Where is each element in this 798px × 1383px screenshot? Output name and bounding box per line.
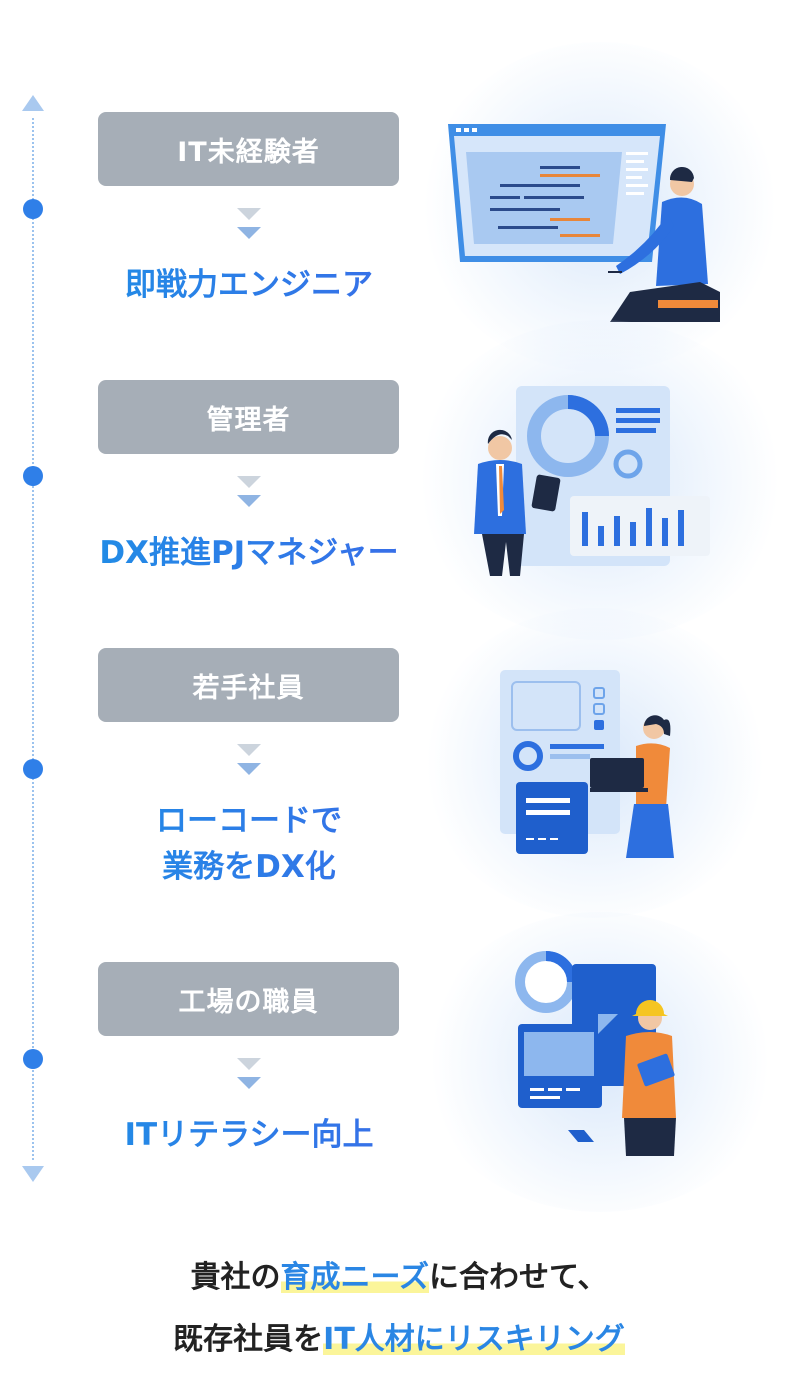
result-label: 即戦力エンジニア (60, 262, 438, 308)
timeline-dot (23, 759, 43, 779)
timeline-line (32, 118, 34, 1160)
result-line: ローコードで (156, 803, 342, 839)
chevron-down-icon (237, 1058, 261, 1070)
result-line: 即戦力エンジニア (125, 267, 373, 303)
from-label: 若手社員 (98, 648, 399, 722)
section-factory-worker: 工場の職員 ITリテラシー向上 (0, 912, 798, 1222)
chevron-down-icon (237, 763, 261, 775)
factory-worker-illustration-icon (515, 951, 676, 1156)
timeline-dot (23, 466, 43, 486)
chevron-down-icon (237, 227, 261, 239)
bottom-message-line1: 貴社の育成ニーズに合わせて、 (0, 1252, 798, 1296)
from-label: 工場の職員 (98, 962, 399, 1036)
engineer-monitor-illustration-icon (448, 124, 720, 322)
section-it-beginner: IT未経験者 即戦力エンジニア (0, 42, 798, 372)
section-young-employee: 若手社員 ローコードで 業務をDX化 (0, 608, 798, 918)
result-line: DX推進PJマネジャー (99, 535, 399, 571)
timeline-down-arrow-icon (22, 1166, 44, 1182)
chevron-down-icon (237, 208, 261, 220)
message-text: 既存社員を (173, 1322, 324, 1357)
timeline-up-arrow-icon (22, 95, 44, 111)
from-label: IT未経験者 (98, 112, 399, 186)
chevron-down-icon (237, 1077, 261, 1089)
chevron-down-icon (237, 476, 261, 488)
message-highlight: 育成ニーズ (280, 1260, 429, 1295)
timeline-dot (23, 199, 43, 219)
message-text: 貴社の (190, 1260, 281, 1295)
result-line: ITリテラシー向上 (124, 1117, 374, 1153)
section-manager: 管理者 DX推進PJマネジャー (0, 320, 798, 640)
result-label: ローコードで 業務をDX化 (60, 798, 438, 890)
chevron-down-icon (237, 495, 261, 507)
chevron-down-icon (237, 744, 261, 756)
young-employee-laptop-illustration-icon (500, 670, 674, 858)
result-line: 業務をDX化 (162, 849, 336, 885)
bottom-message-line2: 既存社員をIT人材にリスキリング (0, 1314, 798, 1358)
result-label: DX推進PJマネジャー (60, 530, 438, 576)
result-label: ITリテラシー向上 (60, 1112, 438, 1158)
message-text: に合わせて、 (429, 1260, 608, 1295)
timeline-dot (23, 1049, 43, 1069)
manager-dashboard-illustration-icon (474, 386, 710, 576)
message-highlight: IT人材にリスキリング (323, 1322, 625, 1357)
from-label: 管理者 (98, 380, 399, 454)
